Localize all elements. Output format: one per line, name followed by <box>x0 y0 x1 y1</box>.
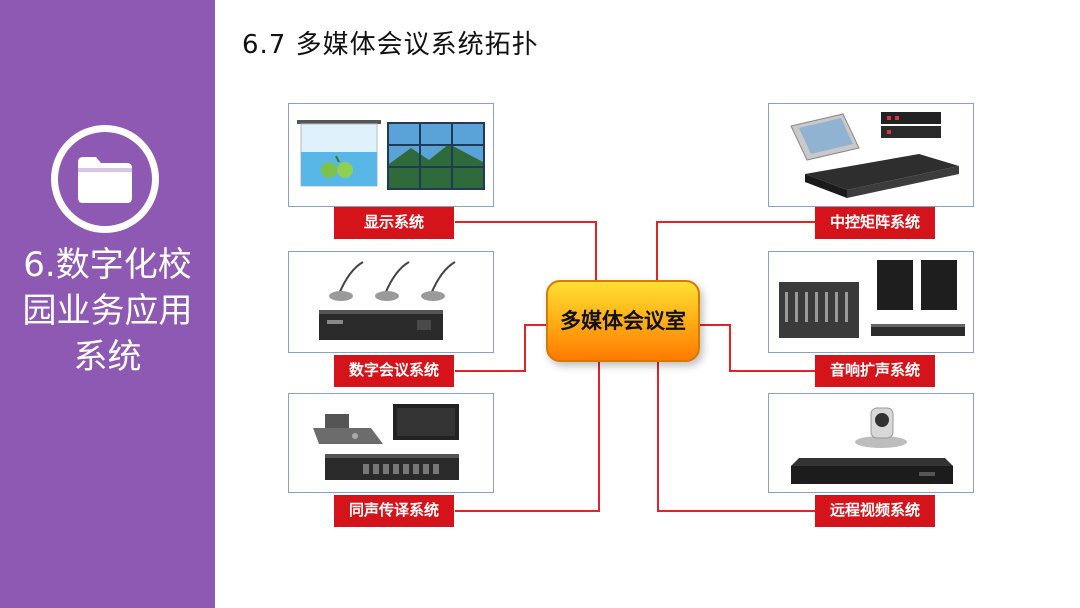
panel-digital-conference <box>288 251 494 353</box>
hub-node: 多媒体会议室 <box>546 280 700 362</box>
sidebar-title-line: 园业务应用 <box>22 291 193 331</box>
sidebar-title: 6.数字化校 园业务应用 系统 <box>0 242 215 380</box>
wire-digital-conference <box>455 324 546 372</box>
ir-radiator-icon <box>393 404 459 440</box>
panel-video-conference <box>768 393 974 493</box>
video-codec-icon <box>791 458 953 484</box>
sidebar: 6.数字化校 园业务应用 系统 <box>0 0 215 608</box>
mixer-icon <box>779 282 859 338</box>
touch-panel-icon <box>790 113 860 161</box>
node-label-interpretation: 同声传译系统 <box>334 495 454 527</box>
amplifier-icon <box>871 324 965 336</box>
projection-screen-icon <box>297 120 381 187</box>
panel-sound-reinforcement <box>768 251 974 353</box>
panel-interpretation <box>288 393 494 493</box>
node-label-sound-reinforcement: 音响扩声系统 <box>815 355 935 387</box>
panel-display <box>288 103 494 207</box>
node-label-video-conference: 远程视频系统 <box>815 495 935 527</box>
wire-central-control <box>656 221 815 280</box>
speaker-icon <box>877 260 957 310</box>
interpreter-console-icon <box>313 414 383 444</box>
wire-video-conference <box>657 362 815 512</box>
page-title: 6.7 多媒体会议系统拓扑 <box>242 30 539 60</box>
panel-central-control <box>768 103 974 207</box>
ptz-camera-icon <box>855 407 907 448</box>
wire-display <box>455 221 597 280</box>
conference-host-icon <box>319 310 443 340</box>
video-wall-icon <box>387 122 485 190</box>
interpretation-host-icon <box>325 454 459 480</box>
central-control-host-icon <box>805 154 959 198</box>
node-label-display: 显示系统 <box>334 207 454 239</box>
sidebar-title-line: 6.数字化校 <box>23 245 192 285</box>
matrix-switcher-icon <box>881 112 941 138</box>
wire-sound-reinforcement <box>700 324 815 372</box>
wire-interpretation <box>455 362 600 512</box>
microphone-icon <box>338 261 456 295</box>
folder-icon <box>51 125 159 233</box>
sidebar-title-line: 系统 <box>73 337 142 377</box>
node-label-central-control: 中控矩阵系统 <box>815 207 935 239</box>
node-label-digital-conference: 数字会议系统 <box>334 355 454 387</box>
